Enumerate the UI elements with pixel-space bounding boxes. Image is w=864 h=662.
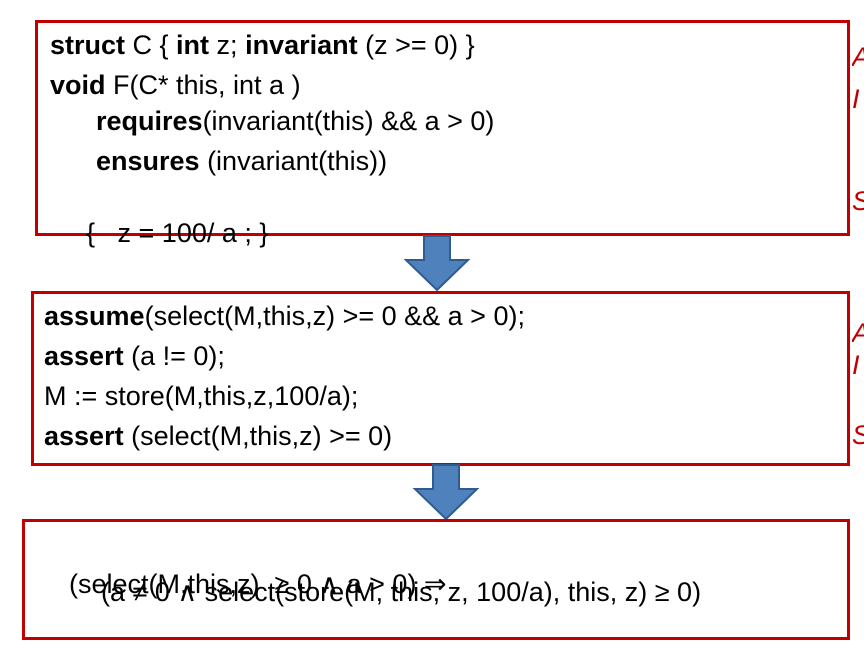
text-segment: (z >= 0) } bbox=[357, 30, 475, 60]
intermediate-line-assume: assume(select(M,this,z) >= 0 && a > 0); bbox=[44, 300, 525, 332]
text-segment: { z = 100/ a ; } bbox=[86, 218, 269, 248]
edge-glyph: S bbox=[852, 186, 864, 216]
source-line-ensures: ensures (invariant(this)) bbox=[96, 145, 387, 177]
keyword-ensures: ensures bbox=[96, 146, 200, 176]
text-segment: (invariant(this) && a > 0) bbox=[202, 106, 495, 136]
keyword-assume: assume bbox=[44, 301, 145, 331]
keyword-assert: assert bbox=[44, 421, 124, 451]
arrow-shape bbox=[412, 464, 480, 521]
text-segment: F(C* this, int a ) bbox=[105, 70, 301, 100]
arrow-shape bbox=[403, 235, 471, 292]
keyword-void: void bbox=[50, 70, 106, 100]
intermediate-line-store: M := store(M,this,z,100/a); bbox=[44, 380, 358, 412]
keyword-int: int bbox=[176, 30, 210, 60]
keyword-invariant: invariant bbox=[245, 30, 358, 60]
source-code-box: struct C { int z; invariant (z >= 0) } v… bbox=[35, 20, 850, 248]
down-arrow-icon bbox=[412, 464, 480, 521]
edge-glyph: I bbox=[852, 350, 860, 380]
source-line-struct: struct C { int z; invariant (z >= 0) } bbox=[50, 29, 475, 61]
edge-glyph: A bbox=[852, 318, 864, 348]
formula-line-consequent: (a ≠ 0 ∧ select(store(M, this, z, 100/a)… bbox=[101, 576, 701, 608]
text-segment: (invariant(this)) bbox=[199, 146, 388, 176]
edge-glyph: I bbox=[852, 84, 860, 114]
text-segment: M := store(M,this,z,100/a); bbox=[44, 381, 359, 411]
keyword-requires: requires bbox=[96, 106, 203, 136]
text-segment: (select(M,this,z) ≥ 0 ∧ a > 0) ⇒ bbox=[69, 569, 447, 599]
edge-glyph: A bbox=[852, 42, 864, 72]
keyword-struct: struct bbox=[50, 30, 126, 60]
intermediate-program-box: assume(select(M,this,z) >= 0 && a > 0); … bbox=[31, 291, 850, 466]
text-segment: (select(M,this,z) >= 0) bbox=[123, 421, 393, 451]
keyword-assert: assert bbox=[44, 341, 124, 371]
text-segment: (a ≠ 0 ∧ select(store(M, this, z, 100/a)… bbox=[101, 577, 702, 607]
intermediate-line-assert-invariant: assert (select(M,this,z) >= 0) bbox=[44, 420, 392, 452]
text-segment: z; bbox=[209, 30, 246, 60]
text-segment: (select(M,this,z) >= 0 && a > 0); bbox=[144, 301, 525, 331]
formula-line-antecedent: (select(M,this,z) ≥ 0 ∧ a > 0) ⇒ bbox=[39, 536, 447, 632]
source-line-body: { z = 100/ a ; } bbox=[56, 185, 268, 281]
text-segment: C { bbox=[125, 30, 177, 60]
verification-condition-box: (select(M,this,z) ≥ 0 ∧ a > 0) ⇒ (a ≠ 0 … bbox=[22, 519, 850, 640]
down-arrow-icon bbox=[403, 235, 471, 292]
source-line-requires: requires(invariant(this) && a > 0) bbox=[96, 105, 494, 137]
edge-glyph: S bbox=[852, 420, 864, 450]
text-segment: (a != 0); bbox=[123, 341, 225, 371]
source-line-function: void F(C* this, int a ) bbox=[50, 69, 301, 101]
intermediate-line-assert-nonzero: assert (a != 0); bbox=[44, 340, 225, 372]
